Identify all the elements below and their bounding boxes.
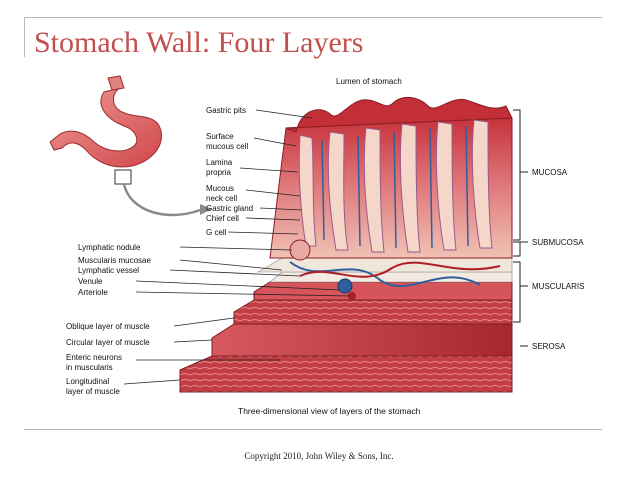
stomach-wall-diagram: Lumen of stomach Gastric pits Surface mu… [49,75,584,416]
submucosa-label: SUBMUCOSA [532,238,584,247]
lamina-propria-label-2: propria [206,168,231,177]
arteriole-label: Arteriole [78,288,108,297]
lymphatic-vessel-label: Lymphatic vessel [78,266,139,275]
gastric-gland-label: Gastric gland [206,204,253,213]
lymphatic-nodule-label: Lymphatic nodule [78,243,141,252]
enteric-neurons-label-1: Enteric neurons [66,353,122,362]
surface-mucous-cell-label-1: Surface [206,132,234,141]
stomach-illustration [49,75,212,217]
mucous-neck-cell-label-1: Mucous [206,184,234,193]
label-leaders [123,109,351,385]
slide-frame-left [24,17,25,57]
diagram-caption: Three-dimensional view of layers of the … [238,406,421,416]
slide-frame-bottom [24,429,602,430]
chief-cell-label: Chief cell [206,214,239,223]
mucosa-block [269,97,513,261]
submucosa-block [256,257,513,300]
mucous-neck-cell-label-2: neck cell [206,194,237,203]
muscularis-label: MUSCULARIS [532,282,584,291]
g-cell-label: G cell [206,228,227,237]
lamina-propria-label-1: Lamina [206,158,233,167]
copyright-footer: Copyright 2010, John Wiley & Sons, Inc. [244,451,394,461]
mucosa-label: MUCOSA [532,168,568,177]
venule-label: Venule [78,277,103,286]
longitudinal-muscle-label-2: layer of muscle [66,387,120,396]
enteric-neurons-label-2: in muscularis [66,363,113,372]
slide-title: Stomach Wall: Four Layers [34,26,364,59]
gastric-pits-label: Gastric pits [206,106,246,115]
circular-muscle-label: Circular layer of muscle [66,338,150,347]
longitudinal-muscle-label-1: Longitudinal [66,377,109,386]
surface-mucous-cell-label-2: mucous cell [206,142,248,151]
slide-frame-top [24,17,602,18]
lumen-label: Lumen of stomach [336,77,402,86]
muscularis-block [179,281,513,393]
muscularis-mucosae-label: Muscularis mucosae [78,256,151,265]
oblique-muscle-label: Oblique layer of muscle [66,322,150,331]
serosa-label: SEROSA [532,342,566,351]
layer-brackets [513,109,528,347]
